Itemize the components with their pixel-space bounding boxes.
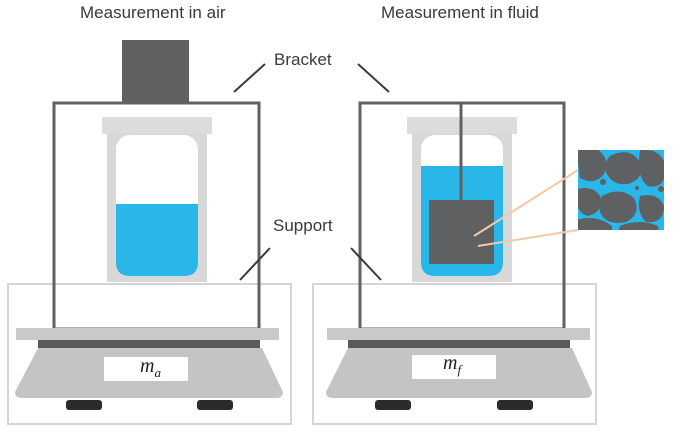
title-measurement-in-air: Measurement in air bbox=[80, 3, 226, 22]
mass-subscript-fluid: f bbox=[457, 362, 462, 377]
mass-symbol-air: m bbox=[140, 355, 155, 377]
callout-line-upper bbox=[473, 169, 579, 237]
label-bracket: Bracket bbox=[274, 50, 332, 69]
support-pointer-right bbox=[350, 247, 382, 281]
mass-label-fluid: mf bbox=[443, 352, 461, 378]
mass-label-air: ma bbox=[140, 355, 161, 381]
support-box-left bbox=[7, 283, 292, 425]
top-block-left bbox=[122, 40, 189, 104]
air-setup bbox=[7, 40, 292, 425]
bracket-pointer-right bbox=[357, 63, 390, 93]
scale-right bbox=[326, 328, 592, 410]
label-support: Support bbox=[273, 216, 333, 235]
sample-block bbox=[429, 200, 494, 264]
fluid-left bbox=[116, 204, 198, 276]
fluid-setup bbox=[312, 101, 664, 425]
porous-structure-inset bbox=[578, 150, 664, 230]
beaker-left bbox=[102, 117, 212, 282]
support-pointer-left bbox=[239, 247, 271, 281]
scale-left bbox=[15, 328, 283, 410]
mass-symbol-fluid: m bbox=[443, 352, 458, 374]
mass-subscript-air: a bbox=[154, 365, 161, 380]
title-measurement-in-fluid: Measurement in fluid bbox=[381, 3, 539, 22]
support-box-right bbox=[312, 283, 597, 425]
bracket-pointer-left bbox=[233, 63, 266, 93]
callout-line-lower bbox=[477, 229, 579, 247]
